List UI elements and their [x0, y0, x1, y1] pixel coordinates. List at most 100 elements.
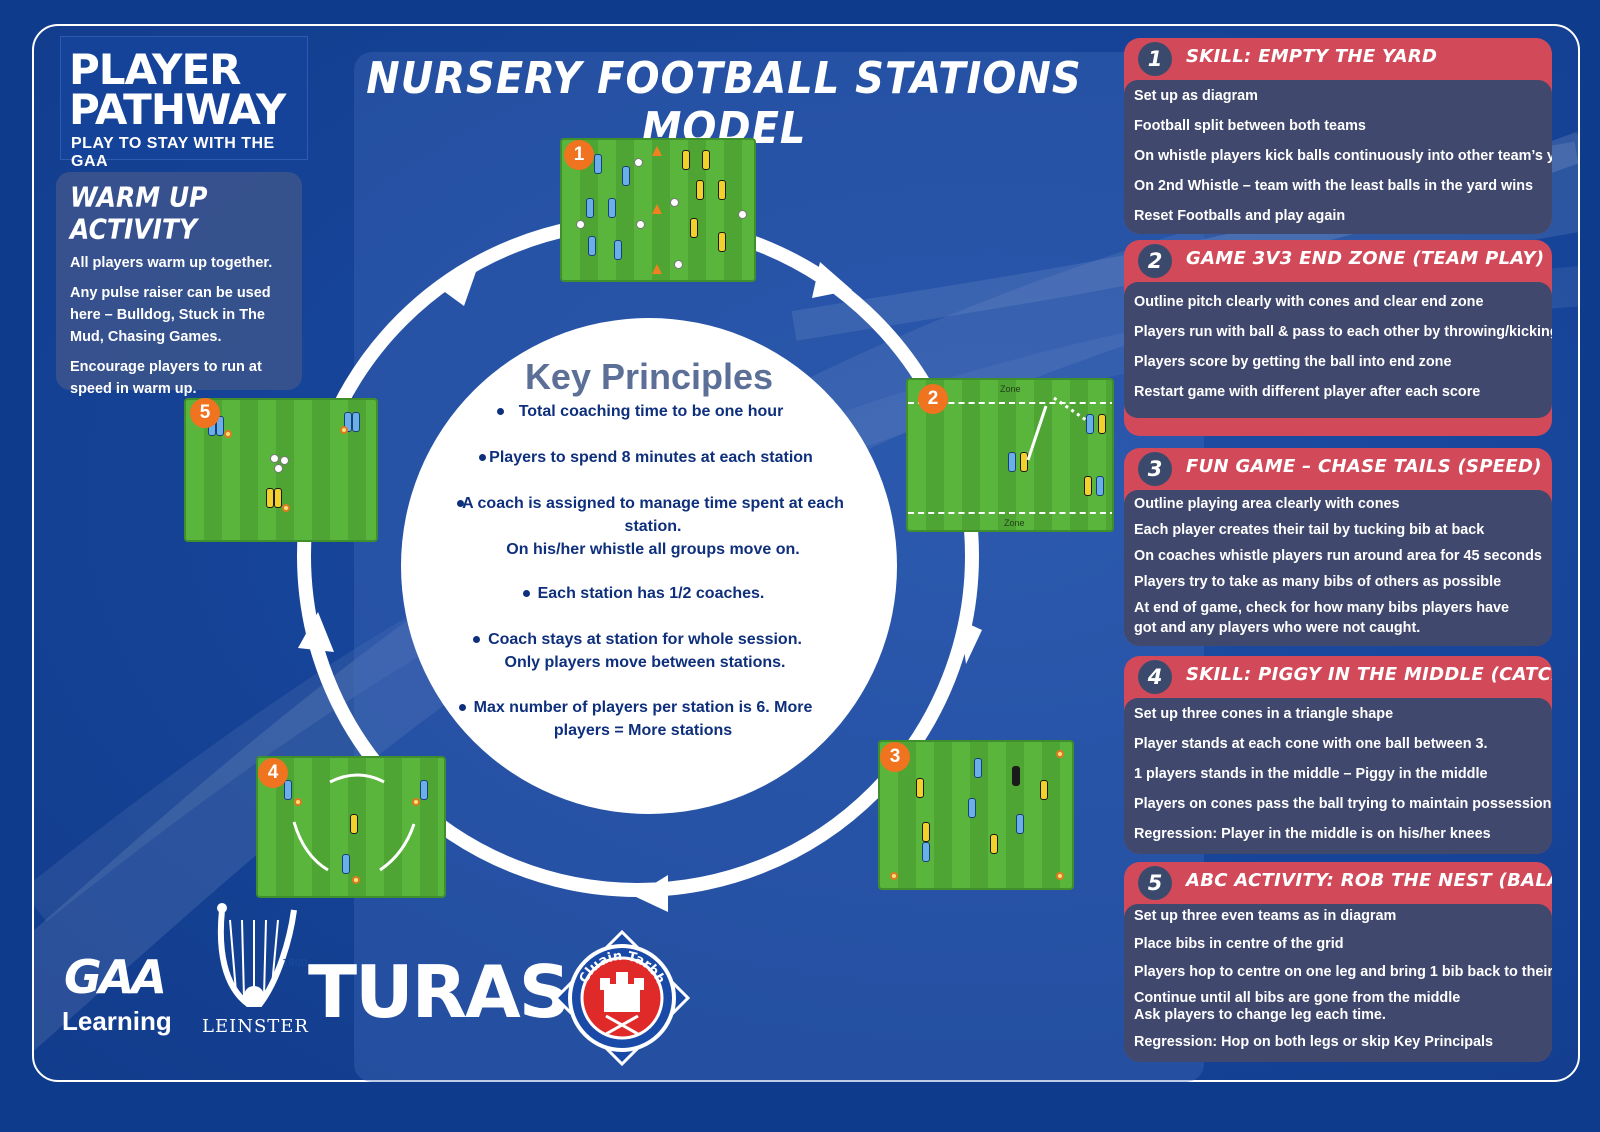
card-item: On 2nd Whistle – team with the least bal…: [1134, 178, 1534, 194]
card-item: Set up as diagram: [1134, 88, 1258, 104]
cone-icon: [282, 504, 290, 512]
bullet-icon: [473, 636, 480, 643]
card-number: 3: [1138, 452, 1172, 486]
player-icon: [342, 854, 350, 874]
warmup-title: WARM UP ACTIVITY: [70, 181, 208, 245]
station-badge: 5: [190, 398, 220, 428]
principle-item: A coach is assigned to manage time spent…: [457, 492, 845, 561]
logo-line-2: PATHWAY: [69, 85, 286, 134]
principle-item: Coach stays at station for whole session…: [473, 628, 805, 674]
cone-icon: [890, 872, 898, 880]
card-header: 5 ABC ACTIVITY: ROB THE NEST (BALANCE): [1124, 862, 1552, 904]
card-item: Continue until all bibs are gone from th…: [1134, 990, 1461, 1006]
cone-icon: [1056, 872, 1064, 880]
player-icon: [1012, 766, 1020, 786]
player-icon: [696, 180, 704, 200]
card-body: Outline playing area clearly with cones …: [1124, 490, 1552, 646]
principle-item: Each station has 1/2 coaches.: [461, 582, 841, 605]
leinster-wordmark: LEINSTER: [202, 1016, 309, 1037]
principle-item: Players to spend 8 minutes at each stati…: [461, 446, 841, 469]
station-badge: 3: [880, 742, 910, 772]
player-icon: [588, 236, 596, 256]
player-icon: [284, 780, 292, 800]
card-item: Ask players to change leg each time.: [1134, 1007, 1386, 1023]
warmup-item: Encourage players to run at speed in war…: [70, 359, 262, 397]
player-icon: [1084, 476, 1092, 496]
end-zone-line: [908, 512, 1112, 514]
card-item: Outline playing area clearly with cones: [1134, 496, 1400, 512]
player-icon: [344, 412, 352, 432]
card-body: Set up three cones in a triangle shape P…: [1124, 698, 1552, 854]
card-header: 3 FUN GAME – CHASE TAILS (SPEED): [1124, 448, 1552, 490]
station-card-1: 1 SKILL: EMPTY THE YARD Set up as diagra…: [1124, 38, 1552, 234]
card-item: Outline pitch clearly with cones and cle…: [1134, 294, 1484, 310]
player-icon: [922, 842, 930, 862]
card-body: Outline pitch clearly with cones and cle…: [1124, 282, 1552, 418]
logo-tagline: PLAY TO STAY WITH THE GAA: [71, 135, 275, 170]
card-title: SKILL: EMPTY THE YARD: [1186, 46, 1438, 67]
end-zone-line: [908, 402, 1112, 404]
card-body: Set up as diagram Football split between…: [1124, 80, 1552, 234]
pass-arrow-icon: [1026, 396, 1087, 461]
station-badge: 4: [258, 758, 288, 788]
player-icon: [916, 778, 924, 798]
player-icon: [690, 218, 698, 238]
page-title: NURSERY FOOTBALL STATIONS MODEL: [366, 54, 1082, 154]
ball-icon: [670, 198, 679, 207]
player-icon: [968, 798, 976, 818]
card-header: 1 SKILL: EMPTY THE YARD: [1124, 38, 1552, 80]
card-number: 5: [1138, 866, 1172, 900]
principle-item: Max number of players per station is 6. …: [459, 696, 819, 742]
card-item: On whistle players kick balls continuous…: [1134, 148, 1552, 164]
station-card-5: 5 ABC ACTIVITY: ROB THE NEST (BALANCE) S…: [1124, 862, 1552, 1062]
bib-icon: [274, 464, 283, 473]
player-icon: [274, 488, 282, 508]
key-principles-circle: Key Principles Total coaching time to be…: [401, 318, 897, 814]
card-item: At end of game, check for how many bibs …: [1134, 600, 1510, 636]
leinster-logo: 1900 LEINSTER: [202, 900, 312, 1040]
card-item: Players score by getting the ball into e…: [1134, 354, 1452, 370]
player-icon: [1096, 476, 1104, 496]
card-item: Place bibs in centre of the grid: [1134, 936, 1344, 952]
card-title: SKILL: PIGGY IN THE MIDDLE (CATCHING): [1186, 664, 1552, 685]
player-icon: [586, 198, 594, 218]
bullet-icon: [479, 454, 486, 461]
cone-icon: [652, 146, 662, 156]
ball-icon: [576, 220, 585, 229]
station-card-4: 4 SKILL: PIGGY IN THE MIDDLE (CATCHING) …: [1124, 656, 1552, 854]
card-item: Regression: Hop on both legs or skip Key…: [1134, 1034, 1494, 1050]
card-body: Set up three even teams as in diagram Pl…: [1124, 904, 1552, 1062]
card-item: Players try to take as many bibs of othe…: [1134, 574, 1502, 590]
bullet-icon: [459, 704, 466, 711]
card-item: On coaches whistle players run around ar…: [1134, 548, 1542, 564]
warmup-item: Any pulse raiser can be used here – Bull…: [70, 285, 271, 345]
bullet-icon: [523, 590, 530, 597]
card-number: 4: [1138, 660, 1172, 694]
pass-arrow-icon: [292, 773, 416, 872]
card-item: Regression: Player in the middle is on h…: [1134, 826, 1491, 842]
player-icon: [614, 240, 622, 260]
card-item: Restart game with different player after…: [1134, 384, 1481, 400]
bib-icon: [270, 454, 279, 463]
bullet-icon: [457, 500, 464, 507]
card-item: Players run with ball & pass to each oth…: [1134, 324, 1552, 340]
player-icon: [718, 232, 726, 252]
learning-wordmark: Learning: [62, 1006, 172, 1036]
card-item: Players hop to centre on one leg and bri…: [1134, 964, 1552, 980]
station-1-diagram: [560, 138, 756, 282]
card-item: Set up three cones in a triangle shape: [1134, 706, 1394, 722]
player-icon: [266, 488, 274, 508]
player-icon: [682, 150, 690, 170]
leinster-year: 1900: [282, 958, 307, 969]
player-icon: [608, 198, 616, 218]
card-header: 4 SKILL: PIGGY IN THE MIDDLE (CATCHING): [1124, 656, 1552, 698]
crest-icon: Cluain Tarbh: [553, 929, 691, 1067]
player-icon: [350, 814, 358, 834]
card-title: ABC ACTIVITY: ROB THE NEST (BALANCE): [1186, 870, 1552, 891]
bib-icon: [280, 456, 289, 465]
gaa-learning-logo: GAA Learning: [60, 950, 175, 1040]
card-title: GAME 3V3 END ZONE (TEAM PLAY): [1186, 248, 1545, 269]
player-icon: [1008, 452, 1016, 472]
player-icon: [420, 780, 428, 800]
card-item: 1 players stands in the middle – Piggy i…: [1134, 766, 1488, 782]
